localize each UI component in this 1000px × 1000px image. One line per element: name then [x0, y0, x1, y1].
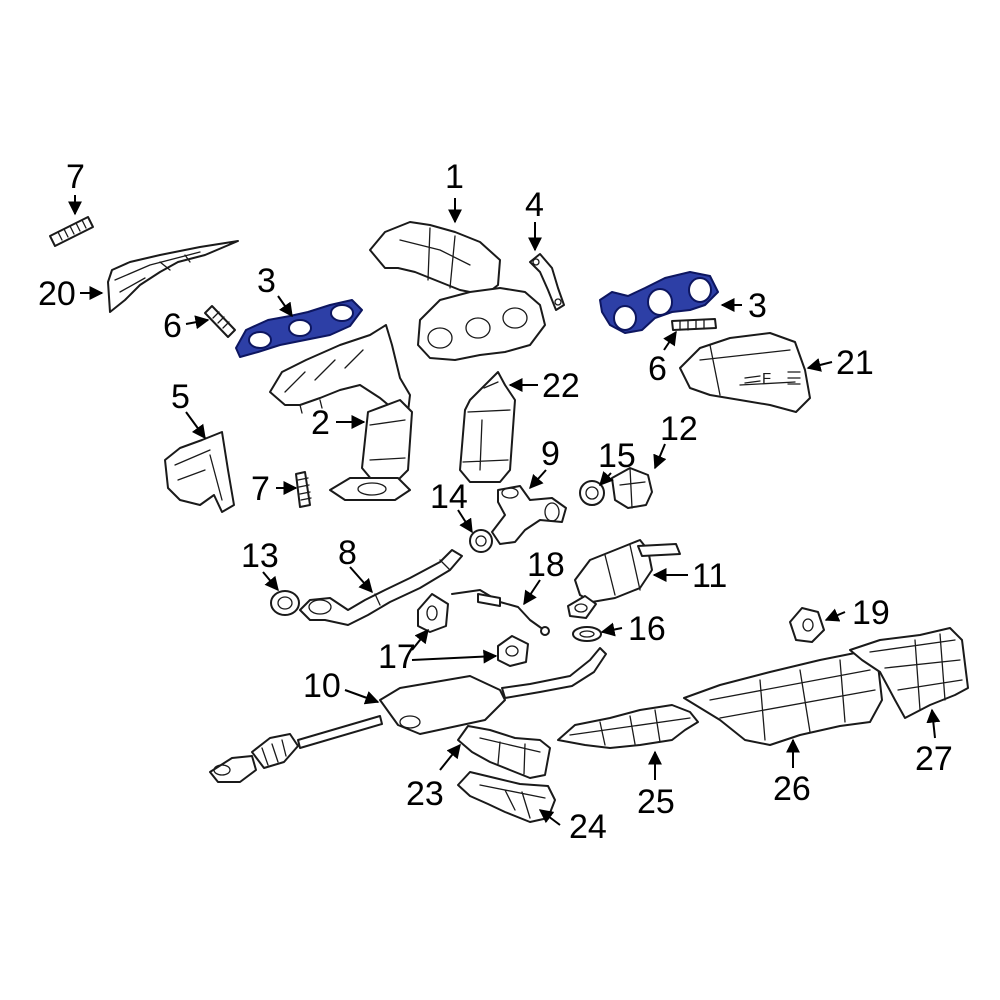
- callout-4: 4: [525, 186, 544, 224]
- center-pipe-8[interactable]: [299, 549, 463, 626]
- leader-10: [344, 689, 380, 705]
- heat-insulator-5[interactable]: [164, 431, 235, 513]
- bracket-4[interactable]: [529, 253, 565, 311]
- leader-5: [185, 411, 206, 440]
- manifold-converter-1[interactable]: [369, 221, 546, 361]
- leader-13: [262, 571, 279, 592]
- callout-16: 16: [628, 610, 666, 648]
- callout-19: 19: [852, 594, 890, 632]
- callout-22: 22: [542, 367, 580, 405]
- leader-16: [600, 622, 623, 637]
- front-pipe-9[interactable]: [491, 485, 567, 545]
- leader-27: [926, 708, 941, 739]
- leader-17-upper: [411, 628, 429, 651]
- leader-18: [523, 579, 541, 606]
- stud-6-right[interactable]: [671, 318, 717, 331]
- sub-muffler-11[interactable]: [567, 539, 681, 619]
- callout-7-lower: 7: [251, 470, 270, 508]
- hanger-17-lower[interactable]: [497, 635, 529, 667]
- bracket-12[interactable]: [611, 467, 653, 509]
- leader-6-left: [185, 315, 210, 330]
- callout-25: 25: [637, 783, 675, 821]
- callout-13: 13: [241, 537, 279, 575]
- converter-22[interactable]: [459, 371, 516, 483]
- leader-19: [824, 608, 846, 622]
- callout-14: 14: [430, 478, 468, 516]
- leader-12: [653, 443, 667, 470]
- leader-17-lower: [411, 649, 498, 664]
- manifold-gasket-3-left[interactable]: [235, 299, 363, 358]
- leader-9: [529, 469, 547, 490]
- heat-shield-stamp: F: [762, 370, 771, 387]
- leader-23: [439, 743, 461, 771]
- callout-24: 24: [569, 808, 607, 846]
- callout-20: 20: [38, 275, 76, 313]
- heat-shield-21[interactable]: F: [679, 332, 811, 413]
- heat-insulator-23[interactable]: [457, 725, 551, 779]
- heat-insulator-26[interactable]: [683, 651, 883, 746]
- callout-3-right: 3: [748, 287, 767, 325]
- hanger-19[interactable]: [789, 607, 825, 643]
- manifold-gasket-3-right[interactable]: [599, 271, 719, 334]
- callout-8: 8: [338, 534, 357, 572]
- heat-insulator-27[interactable]: [849, 627, 969, 719]
- gasket-15[interactable]: [579, 480, 605, 506]
- leader-14: [457, 509, 473, 534]
- leader-6-right: [663, 330, 677, 351]
- heat-insulator-20[interactable]: [107, 240, 239, 313]
- gasket-13[interactable]: [270, 590, 300, 616]
- callout-17: 17: [378, 638, 416, 676]
- stud-7-lower[interactable]: [295, 471, 312, 508]
- hanger-17-upper[interactable]: [417, 593, 449, 633]
- leader-15: [599, 470, 614, 487]
- callout-11: 11: [692, 557, 727, 595]
- callout-27: 27: [915, 740, 953, 778]
- callout-2: 2: [311, 404, 330, 442]
- callout-21: 21: [836, 344, 874, 382]
- leader-8: [349, 566, 373, 594]
- callout-15: 15: [598, 437, 636, 475]
- callout-7-upper: 7: [66, 158, 85, 196]
- callout-6-right: 6: [648, 350, 667, 388]
- sensor-harness-18[interactable]: [451, 589, 550, 636]
- callout-6-left: 6: [163, 307, 182, 345]
- gasket-16[interactable]: [572, 626, 602, 642]
- heat-insulator-25[interactable]: [557, 704, 699, 749]
- gasket-14[interactable]: [469, 529, 493, 553]
- manifold-converter-2[interactable]: [269, 324, 413, 501]
- stud-6-left[interactable]: [204, 305, 236, 338]
- callout-9: 9: [541, 435, 560, 473]
- callout-23: 23: [406, 775, 444, 813]
- leader-24: [538, 809, 561, 826]
- tail-pipe-muffler-10[interactable]: [209, 647, 607, 783]
- callout-26: 26: [773, 770, 811, 808]
- callout-10: 10: [303, 667, 341, 705]
- stud-7-upper[interactable]: [49, 216, 94, 247]
- callout-18: 18: [527, 546, 565, 584]
- callout-12: 12: [660, 410, 698, 448]
- leader-3-left: [277, 295, 293, 318]
- callout-3-left: 3: [257, 262, 276, 300]
- callout-5: 5: [171, 378, 190, 416]
- callout-1: 1: [445, 158, 464, 196]
- leader-21: [806, 358, 833, 372]
- heat-insulator-24[interactable]: [457, 771, 556, 823]
